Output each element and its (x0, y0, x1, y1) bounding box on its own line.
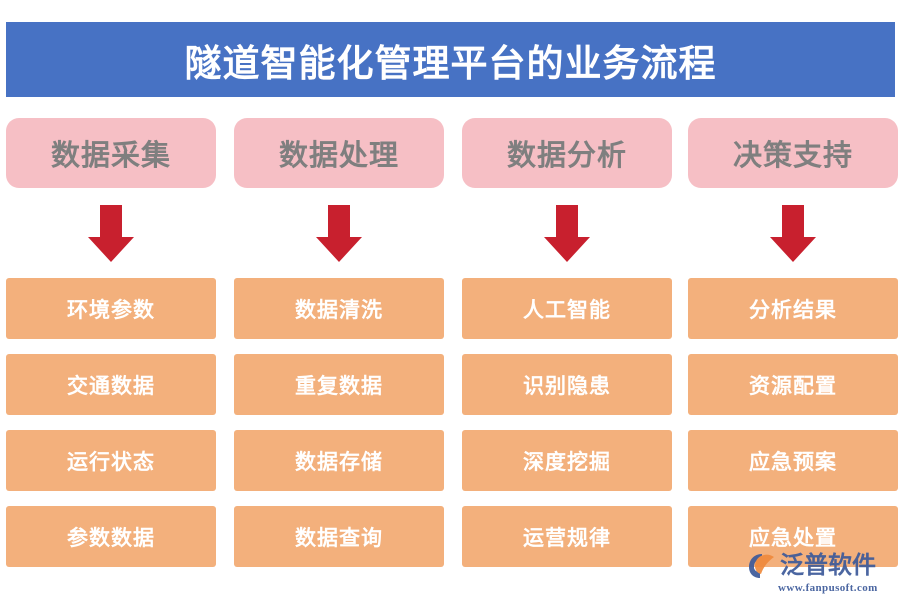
item-cell[interactable]: 人工智能 (462, 278, 672, 339)
stage-header-label: 数据处理 (278, 140, 399, 172)
item-list-1: 环境参数 交通数据 运行状态 参数数据 (6, 278, 216, 567)
arrow-container-1 (6, 188, 216, 278)
item-cell[interactable]: 交通数据 (6, 354, 216, 415)
item-label: 数据查询 (295, 525, 383, 550)
item-label: 应急预案 (749, 449, 837, 474)
item-list-2: 数据清洗 重复数据 数据存储 数据查询 (234, 278, 444, 567)
arrow-container-3 (462, 188, 672, 278)
item-label: 数据存储 (295, 449, 383, 474)
stage-header-4[interactable]: 决策支持 (688, 118, 898, 188)
item-list-4: 分析结果 资源配置 应急预案 应急处置 (688, 278, 898, 567)
item-cell[interactable]: 参数数据 (6, 506, 216, 567)
item-label: 环境参数 (67, 297, 155, 322)
item-label: 识别隐患 (523, 373, 611, 398)
item-label: 交通数据 (67, 373, 155, 398)
item-cell[interactable]: 数据查询 (234, 506, 444, 567)
item-label: 分析结果 (749, 297, 837, 322)
item-cell[interactable]: 运营规律 (462, 506, 672, 567)
arrow-down-icon (88, 204, 134, 262)
item-label: 深度挖掘 (523, 449, 611, 474)
arrow-container-2 (234, 188, 444, 278)
arrow-down-icon (770, 204, 816, 262)
stage-header-label: 数据采集 (50, 140, 171, 172)
item-cell[interactable]: 识别隐患 (462, 354, 672, 415)
item-label: 运行状态 (67, 449, 155, 474)
item-label: 人工智能 (523, 297, 611, 322)
item-label: 参数数据 (67, 525, 155, 550)
stage-header-2[interactable]: 数据处理 (234, 118, 444, 188)
item-cell[interactable]: 资源配置 (688, 354, 898, 415)
item-label: 资源配置 (749, 373, 837, 398)
stage-header-3[interactable]: 数据分析 (462, 118, 672, 188)
arrow-down-icon (316, 204, 362, 262)
item-cell[interactable]: 深度挖掘 (462, 430, 672, 491)
stage-header-label: 决策支持 (732, 140, 853, 172)
flow-column-4: 决策支持 分析结果 资源配置 应急预案 应急处置 (688, 118, 898, 567)
flow-column-1: 数据采集 环境参数 交通数据 运行状态 参数数据 (6, 118, 216, 567)
stage-header-label: 数据分析 (506, 140, 627, 172)
flow-column-3: 数据分析 人工智能 识别隐患 深度挖掘 运营规律 (462, 118, 672, 567)
page-title: 隧道智能化管理平台的业务流程 (184, 43, 717, 85)
item-label: 应急处置 (749, 525, 837, 550)
item-cell[interactable]: 应急预案 (688, 430, 898, 491)
item-cell[interactable]: 数据存储 (234, 430, 444, 491)
item-label: 运营规律 (523, 525, 611, 550)
arrow-down-icon (544, 204, 590, 262)
arrow-container-4 (688, 188, 898, 278)
item-cell[interactable]: 运行状态 (6, 430, 216, 491)
item-cell[interactable]: 分析结果 (688, 278, 898, 339)
flow-column-2: 数据处理 数据清洗 重复数据 数据存储 数据查询 (234, 118, 444, 567)
item-cell[interactable]: 环境参数 (6, 278, 216, 339)
title-banner: 隧道智能化管理平台的业务流程 (6, 22, 895, 97)
item-label: 重复数据 (295, 373, 383, 398)
item-list-3: 人工智能 识别隐患 深度挖掘 运营规律 (462, 278, 672, 567)
stage-header-1[interactable]: 数据采集 (6, 118, 216, 188)
item-label: 数据清洗 (295, 297, 383, 322)
item-cell[interactable]: 数据清洗 (234, 278, 444, 339)
item-cell[interactable]: 应急处置 (688, 506, 898, 567)
item-cell[interactable]: 重复数据 (234, 354, 444, 415)
